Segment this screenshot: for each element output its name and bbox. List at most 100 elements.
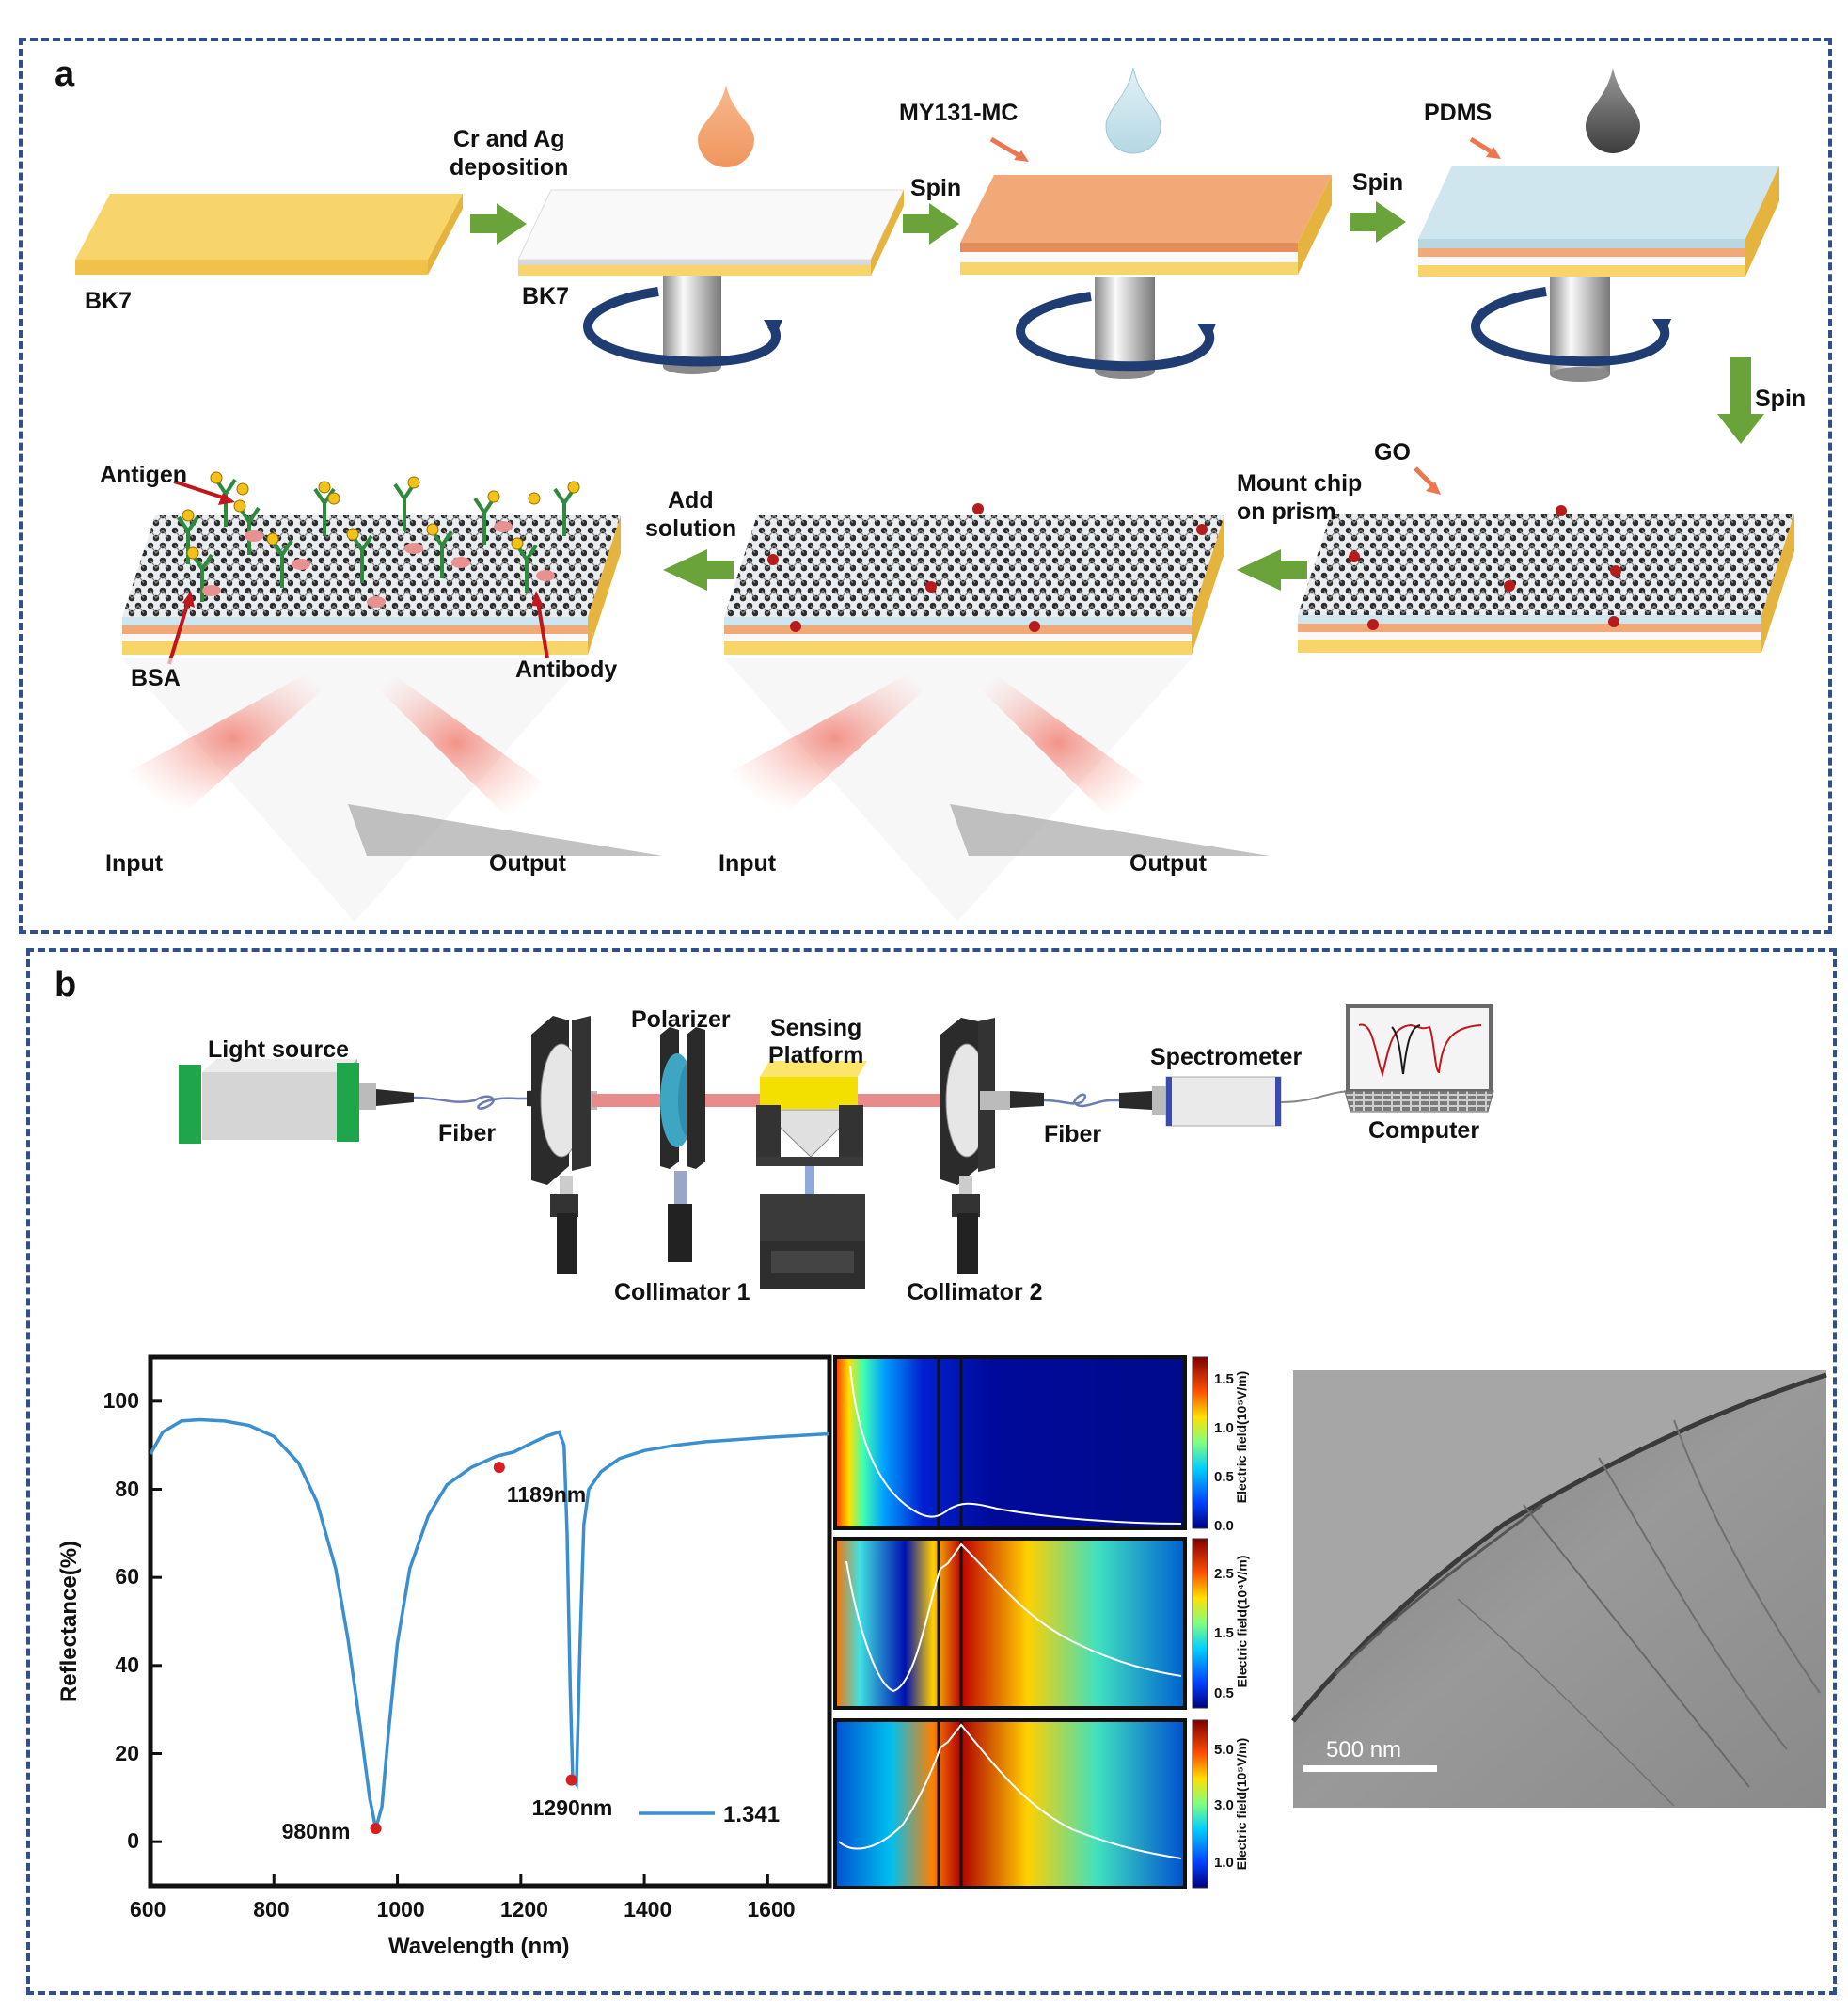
droplet-icon (1586, 68, 1640, 153)
computer-icon (1344, 1004, 1494, 1113)
panel-b (26, 948, 1837, 1995)
annotation-label: 980nm (281, 1819, 351, 1844)
deposition-label-line2: deposition (450, 154, 569, 181)
add-label-line2: solution (645, 515, 737, 542)
scale-bar (1303, 1765, 1437, 1772)
fiber-label-2: Fiber (1044, 1121, 1102, 1147)
spin-label-1: Spin (910, 175, 962, 201)
spectrometer-label: Spectrometer (1150, 1044, 1303, 1070)
pointer-arrowhead (531, 591, 544, 607)
field-heatmap-2 (833, 1537, 1208, 1710)
sensing-label-line2: Platform (768, 1042, 864, 1068)
collimator-1-label: Collimator 1 (614, 1279, 750, 1305)
collimator-1-icon (531, 1016, 597, 1274)
panel-a-letter: a (55, 55, 75, 94)
plot-frame (148, 1354, 832, 1889)
cbar1-label: Electric field(10⁵V/m) (1234, 1370, 1250, 1504)
computer-label: Computer (1368, 1117, 1480, 1144)
spin-coater-2 (960, 175, 1332, 379)
y-tick-label: 60 (115, 1564, 139, 1589)
cbar3-tick-1: 3.0 (1214, 1797, 1234, 1813)
green-arrow-right (903, 203, 959, 245)
cable (1280, 1090, 1355, 1103)
cbar1-tick-1: 1.0 (1214, 1420, 1234, 1436)
mount-label-line1: Mount chip (1237, 470, 1363, 497)
antigen-label: Antigen (100, 462, 188, 488)
marker-dot (565, 1774, 577, 1786)
light-source-icon (179, 1059, 414, 1144)
cbar2-tick-0: 2.5 (1214, 1566, 1234, 1582)
x-axis-title: Wavelength (nm) (388, 1934, 570, 1959)
pointer-arrowhead (182, 591, 195, 608)
annotation-label: 1290nm (531, 1795, 613, 1820)
spin-coater-1 (517, 189, 905, 374)
deposition-label-line1: Cr and Ag (453, 126, 565, 152)
cbar2-tick-1: 1.5 (1214, 1625, 1234, 1641)
cbar1-tick-2: 0.5 (1214, 1469, 1234, 1485)
cbar2-label: Electric field(10⁴V/m) (1234, 1555, 1250, 1688)
antibody-label: Antibody (515, 656, 618, 683)
sensing-platform-icon (756, 1061, 867, 1289)
markers (370, 1462, 577, 1835)
panel-a (19, 38, 1832, 934)
green-arrow-right (470, 203, 527, 245)
cbar2-tick-2: 0.5 (1214, 1685, 1234, 1701)
bk7-label: BK7 (85, 288, 133, 314)
pointer-arrow (1414, 466, 1436, 489)
green-arrow-left (663, 549, 734, 591)
green-arrow-left (1237, 549, 1307, 591)
y-tick-label: 40 (115, 1652, 139, 1677)
sensing-label-line1: Sensing (770, 1015, 862, 1041)
fiber-icon (413, 1095, 527, 1110)
x-tick-label: 1600 (747, 1897, 796, 1921)
y-tick-label: 100 (103, 1387, 139, 1413)
y-axis-title: Reflectance(%) (56, 1540, 83, 1703)
collimator-2-icon (940, 1018, 1044, 1274)
prism-1 (113, 658, 663, 922)
x-tick-label: 1200 (499, 1897, 548, 1921)
light-source-label: Light source (208, 1036, 350, 1063)
green-arrow-down (1717, 357, 1764, 444)
tem-image (1291, 1370, 1827, 1808)
cbar3-tick-2: 1.0 (1214, 1855, 1234, 1871)
output-label-1: Output (489, 850, 566, 877)
pointer-arrowhead (1426, 482, 1441, 495)
input-label-2: Input (719, 850, 777, 877)
x-axis-ticks (149, 1874, 769, 1886)
input-label-1: Input (105, 850, 164, 877)
pointer-arrowhead (1014, 150, 1029, 162)
reflectance-chart (148, 1354, 832, 1889)
field-heatmap-3 (833, 1718, 1208, 1889)
fiber-connector-icon (1119, 1091, 1152, 1110)
bk7-substrate (75, 194, 463, 275)
droplet-icon (698, 85, 754, 167)
label-pointer-arrows (167, 480, 549, 665)
spectrometer-icon (1152, 1076, 1282, 1127)
polarizer-icon (660, 1027, 705, 1262)
fiber-label-1: Fiber (438, 1120, 497, 1146)
cbar3-tick-0: 5.0 (1214, 1742, 1234, 1758)
y-axis-ticks (150, 1399, 162, 1843)
x-tick-label: 1000 (376, 1897, 425, 1921)
go-label: GO (1374, 439, 1411, 466)
collimator-2-label: Collimator 2 (907, 1279, 1043, 1305)
pointer-arrowhead (1486, 147, 1501, 159)
functionalized-chip (122, 471, 621, 655)
output-label-2: Output (1129, 850, 1207, 877)
spin-label-3: Spin (1755, 386, 1807, 412)
field-heatmap-1 (833, 1355, 1208, 1530)
x-tick-label: 600 (130, 1897, 166, 1921)
spin-coater-3 (1418, 166, 1779, 382)
x-tick-label: 800 (253, 1897, 290, 1921)
cbar1-tick-3: 0.0 (1214, 1518, 1234, 1534)
bsa-label: BSA (131, 665, 181, 691)
spin-label-2: Spin (1352, 169, 1404, 196)
legend-label: 1.341 (723, 1802, 781, 1827)
annotation-label: 1189nm (506, 1482, 587, 1508)
prism-2 (715, 658, 1270, 922)
y-tick-label: 80 (115, 1476, 139, 1501)
polarizer-label: Polarizer (631, 1006, 731, 1033)
bsa-icon (202, 521, 555, 608)
cbar1-tick-0: 1.5 (1214, 1371, 1234, 1387)
